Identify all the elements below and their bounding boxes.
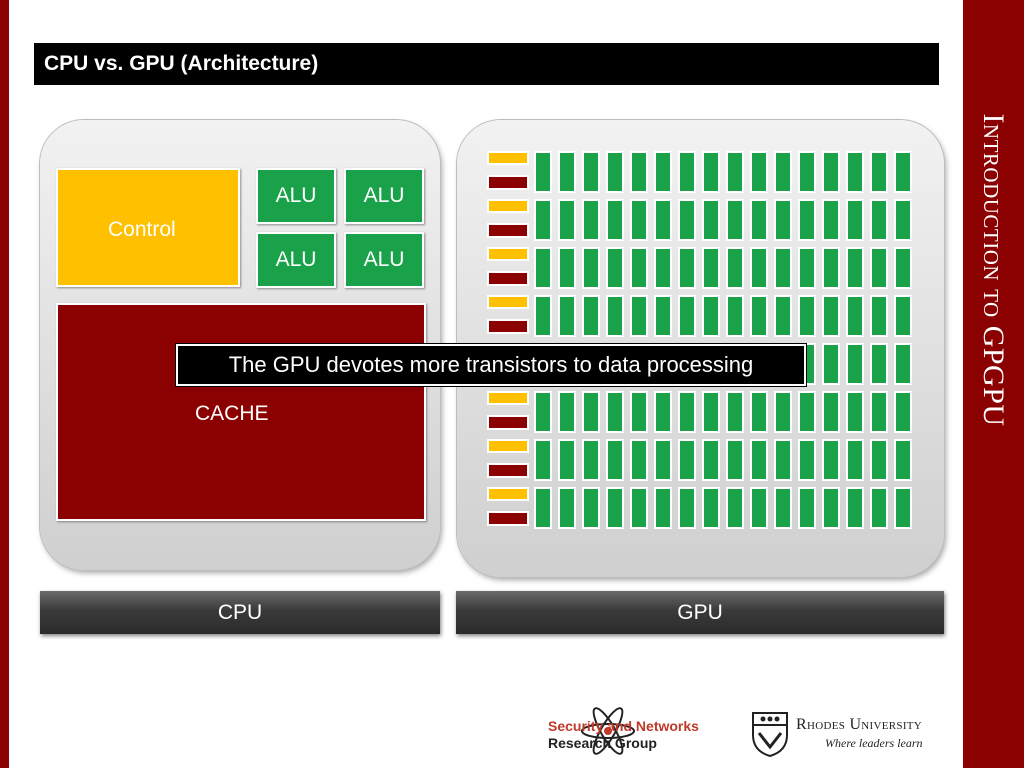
university-name: Rhodes University xyxy=(796,716,923,733)
side-title: Introduction to GPGPU xyxy=(977,113,1010,427)
university-crest-icon xyxy=(752,712,788,757)
cpu-alu-2: ALU xyxy=(344,168,424,224)
slide-title: CPU vs. GPU (Architecture) xyxy=(44,52,319,75)
cpu-alu-4: ALU xyxy=(344,232,424,288)
cpu-alu-1: ALU xyxy=(256,168,336,224)
side-title-band xyxy=(963,0,1024,768)
group-name-line2: Research Group xyxy=(548,735,657,751)
slide-title-bar: CPU vs. GPU (Architecture) xyxy=(34,43,939,85)
university-motto: Where leaders learn xyxy=(825,736,923,750)
cpu-alu-3: ALU xyxy=(256,232,336,288)
left-accent-bar xyxy=(0,0,9,768)
cpu-cache-block: CACHE xyxy=(56,303,426,521)
research-group-name: Security and Networks Research Group xyxy=(548,718,699,752)
group-name-line1: Security and Networks xyxy=(548,718,699,734)
cpu-control-label: Control xyxy=(108,218,176,241)
cpu-cache-label: CACHE xyxy=(195,402,269,425)
cpu-footer-label: CPU xyxy=(40,591,440,634)
gpu-footer-label: GPU xyxy=(456,591,944,634)
caption-box: The GPU devotes more transistors to data… xyxy=(176,344,806,386)
atom-logo-icon xyxy=(581,707,635,755)
cpu-control-block: Control xyxy=(56,168,240,287)
